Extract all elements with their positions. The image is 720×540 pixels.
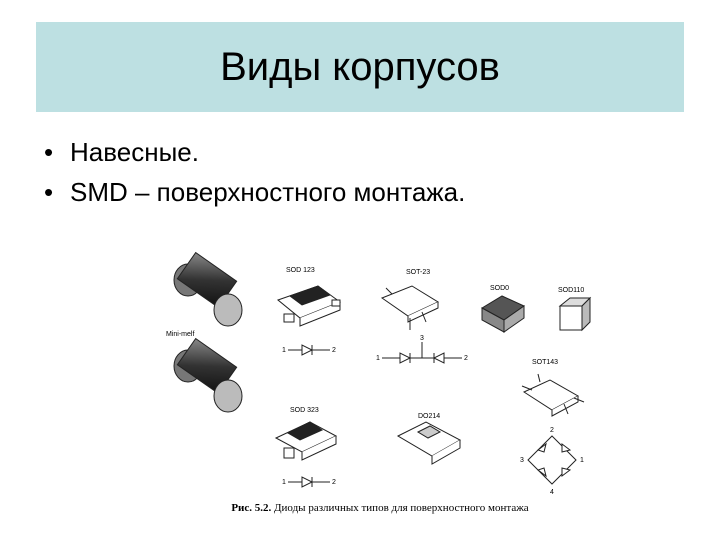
pin-label: 1 xyxy=(282,479,286,486)
slide-title: Виды корпусов xyxy=(220,44,500,89)
bullet-text: SMD – поверхностного монтажа. xyxy=(70,177,466,207)
pin-label: 2 xyxy=(332,347,336,354)
pin-label: 2 xyxy=(332,479,336,486)
sod123-package xyxy=(276,285,342,327)
label-sot23: SOT-23 xyxy=(406,269,430,276)
sod110-package xyxy=(558,296,592,332)
sot143-symbol xyxy=(527,435,577,485)
sot23-package xyxy=(380,285,440,330)
caption-text: Диоды различных типов для поверхностного… xyxy=(274,502,529,514)
label-minimelf: Mini-melf xyxy=(166,331,194,338)
diode-packages-drawing: Mini-melf SOD 123 SOT-23 SOD0 SOD110 SOT… xyxy=(166,251,592,496)
label-sod0: SOD0 xyxy=(490,285,509,292)
pin-label: 3 xyxy=(520,457,524,464)
bullet-list: • Навесные. • SMD – поверхностного монта… xyxy=(44,132,465,212)
figure-labels: Mini-melf SOD 123 SOT-23 SOD0 SOD110 SOT… xyxy=(166,267,584,496)
minimelf-diode-bottom xyxy=(173,337,243,413)
minimelf-diode-top xyxy=(173,251,243,327)
pin-label: 1 xyxy=(580,457,584,464)
bullet-item: • Навесные. xyxy=(44,132,465,172)
label-sot143: SOT143 xyxy=(532,359,558,366)
label-do214: DO214 xyxy=(418,413,440,420)
bullet-item: • SMD – поверхностного монтажа. xyxy=(44,172,465,212)
sod123-symbol xyxy=(288,344,330,356)
pin-label: 1 xyxy=(282,347,286,354)
title-band: Виды корпусов xyxy=(36,22,684,112)
label-sod123: SOD 123 xyxy=(286,267,315,274)
sot143-package xyxy=(521,373,585,417)
pin-label: 1 xyxy=(376,355,380,362)
bullet-marker: • xyxy=(44,137,54,167)
pin-label: 3 xyxy=(420,335,424,342)
label-sod323: SOD 323 xyxy=(290,407,319,414)
label-sod110: SOD110 xyxy=(558,287,584,294)
caption-prefix: Рис. 5.2. xyxy=(231,502,272,514)
pin-label: 4 xyxy=(550,489,554,496)
bullet-marker: • xyxy=(44,177,54,207)
sod0-package xyxy=(480,295,526,333)
do214-package xyxy=(396,421,462,465)
diode-packages-figure: Mini-melf SOD 123 SOT-23 SOD0 SOD110 SOT… xyxy=(160,250,600,520)
sod323-package xyxy=(274,421,338,461)
figure-caption: Рис. 5.2. Диоды различных типов для пове… xyxy=(160,502,600,514)
bullet-text: Навесные. xyxy=(70,137,199,167)
sot23-symbol xyxy=(382,342,462,364)
pin-label: 2 xyxy=(464,355,468,362)
pin-label: 2 xyxy=(550,427,554,434)
sod323-symbol xyxy=(288,476,330,488)
